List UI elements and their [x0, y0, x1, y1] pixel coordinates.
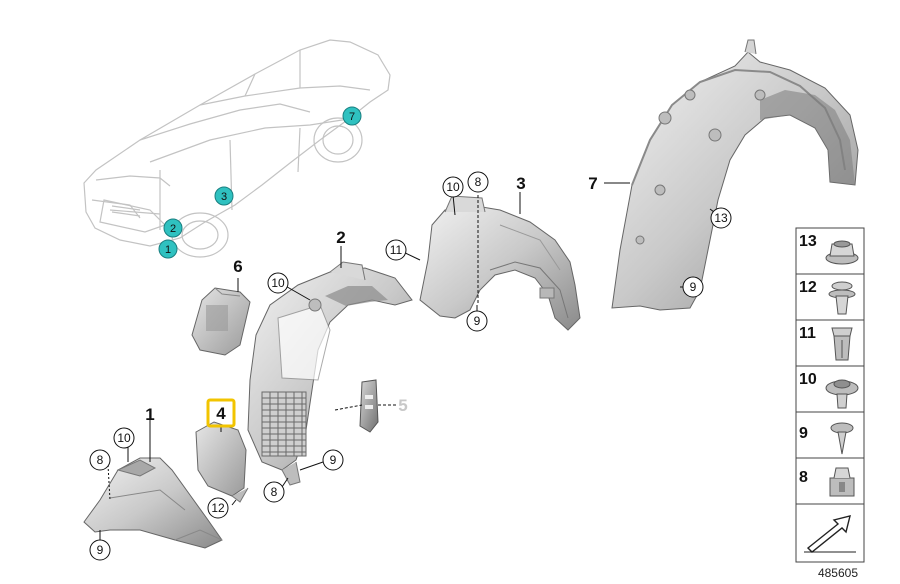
svg-text:8: 8: [475, 175, 482, 189]
plastic-clip-icon: [831, 327, 853, 361]
svg-text:9: 9: [474, 314, 481, 328]
callout-6: 6: [233, 257, 242, 276]
legend-number-12: 12: [799, 279, 817, 296]
car-locator-3-label: 3: [221, 191, 227, 203]
wheel-arch-liner-front: [247, 261, 413, 486]
legend-number-8: 8: [799, 469, 808, 486]
callout-7: 7: [588, 174, 597, 193]
bubble-10-left: 10: [113, 427, 135, 449]
bubble-10-top: 10: [442, 176, 464, 198]
expanding-rivet-icon: [828, 281, 856, 315]
bubble-8-mid: 8: [263, 481, 285, 503]
bubble-9-mid: 9: [322, 449, 344, 471]
car-locator-7-label: 7: [349, 111, 355, 123]
legend-number-11: 11: [799, 325, 816, 342]
spring-nut-icon: [829, 467, 855, 497]
bubble-8-left: 8: [89, 449, 111, 471]
legend-row-12: 12: [795, 273, 865, 321]
fastener-legend: 13 12 11: [795, 227, 865, 563]
car-locator-2: 2: [163, 218, 183, 238]
callout-2: 2: [336, 228, 345, 247]
wheel-arch-liner-middle: [419, 195, 581, 331]
legend-number-9: 9: [799, 425, 808, 442]
svg-text:9: 9: [97, 543, 104, 557]
legend-number-10: 10: [799, 371, 817, 388]
car-locator-1: 1: [158, 239, 178, 259]
flange-nut-icon: [825, 240, 859, 265]
legend-row-11: 11: [795, 319, 865, 367]
bubble-12: 12: [207, 497, 229, 519]
legend-row-arrow: [795, 503, 865, 563]
bubble-9-bottom: 9: [89, 539, 111, 561]
bubble-9-top: 9: [466, 310, 488, 332]
svg-text:13: 13: [714, 211, 728, 225]
vent-grille: [261, 391, 307, 457]
bubble-8-top: 8: [467, 171, 489, 193]
bubble-11: 11: [385, 239, 407, 261]
callout-4-highlight: 4: [206, 398, 236, 428]
nut-with-washer-icon: [825, 379, 859, 409]
legend-number-13: 13: [799, 233, 817, 250]
svg-text:9: 9: [330, 453, 337, 467]
svg-text:10: 10: [446, 180, 460, 194]
cover-flap: [191, 287, 251, 356]
car-locator-3: 3: [214, 186, 234, 206]
bubble-9-right: 9: [682, 276, 704, 298]
bracket-part-5: [359, 379, 379, 433]
svg-text:11: 11: [390, 243, 403, 257]
bubble-10-mid: 10: [267, 272, 289, 294]
car-locator-7: 7: [342, 106, 362, 126]
svg-text:8: 8: [97, 453, 104, 467]
callout-1: 1: [145, 405, 154, 424]
cover-plate-part-4: [195, 421, 249, 503]
svg-text:9: 9: [690, 280, 697, 294]
screw-icon: [830, 422, 854, 455]
svg-text:8: 8: [271, 485, 278, 499]
wheel-arch-liner-rear: [611, 39, 859, 311]
legend-row-8: 8: [795, 457, 865, 505]
legend-row-13: 13: [795, 227, 865, 275]
svg-text:10: 10: [271, 276, 285, 290]
legend-row-10: 10: [795, 365, 865, 413]
legend-row-9: 9: [795, 411, 865, 459]
underbody-panel: [83, 457, 223, 549]
car-locator-2-label: 2: [170, 223, 176, 235]
callout-4: 4: [216, 404, 226, 423]
callout-3: 3: [516, 174, 525, 193]
callout-5: 5: [398, 396, 407, 415]
car-locator-1-label: 1: [165, 244, 171, 256]
diagram-id: 485605: [818, 566, 858, 580]
svg-text:10: 10: [117, 431, 131, 445]
arrow-icon: [804, 515, 856, 553]
svg-text:12: 12: [211, 501, 225, 515]
bubble-13: 13: [710, 207, 732, 229]
car-outline: [83, 39, 391, 258]
